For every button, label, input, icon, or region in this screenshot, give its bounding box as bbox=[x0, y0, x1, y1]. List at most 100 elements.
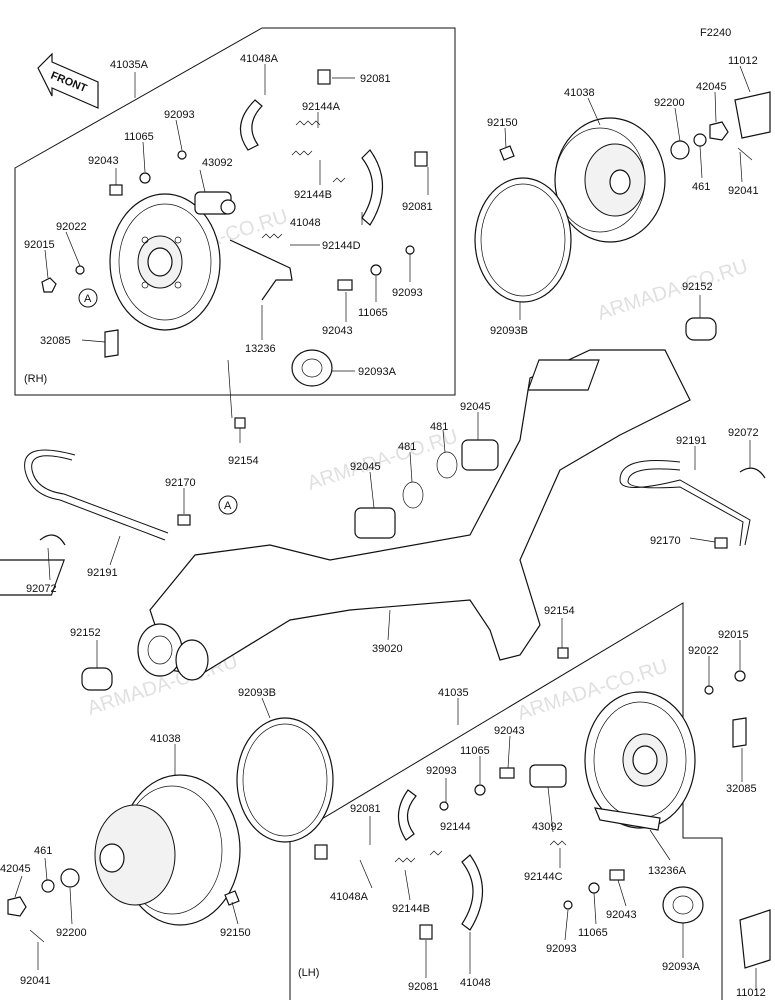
label-41048-bot: 41048 bbox=[460, 977, 491, 989]
lh-washer-11065-b bbox=[588, 882, 600, 894]
lh-nut-42045 bbox=[7, 896, 27, 917]
rh-spring-92144D bbox=[261, 233, 283, 239]
rh-brake-shoe-b bbox=[361, 149, 384, 226]
lh-pin-92043-b bbox=[609, 869, 625, 881]
lh-nut-92093 bbox=[439, 801, 449, 811]
lh-lever-13236A bbox=[594, 807, 661, 831]
rh-washer-11065 bbox=[139, 172, 151, 184]
label-92150-bot: 92150 bbox=[220, 927, 251, 939]
rh-brake-drum bbox=[554, 117, 666, 243]
axle-mount-pad-left bbox=[0, 559, 65, 596]
lh-washer-11065 bbox=[474, 784, 486, 796]
lh-brake-shoe-b bbox=[461, 854, 484, 931]
hose-92191-left bbox=[24, 449, 166, 541]
label-11065-bot1: 11065 bbox=[460, 745, 490, 757]
label-92081-bot1: 92081 bbox=[350, 803, 381, 815]
label-11012-top: 11012 bbox=[728, 55, 758, 67]
label-92045-right: 92045 bbox=[460, 401, 491, 413]
rh-nut-92015 bbox=[41, 277, 57, 293]
label-13236A: 13236A bbox=[648, 865, 687, 877]
label-92170-left: 92170 bbox=[165, 477, 196, 489]
lh-washer-92200 bbox=[60, 868, 80, 888]
clamp-92170-right bbox=[714, 537, 728, 549]
rh-clip-32085 bbox=[104, 329, 119, 358]
axle-flange-left bbox=[137, 623, 183, 677]
rh-washer-92022 bbox=[75, 265, 85, 275]
label-92041-bot: 92041 bbox=[20, 975, 51, 987]
label-92191-left: 92191 bbox=[87, 567, 118, 579]
lh-nut-92093-b bbox=[563, 900, 573, 910]
rh-brake-backing-plate bbox=[109, 193, 221, 331]
rh-pin-92043-b bbox=[337, 279, 353, 291]
label-11065-bot2: 11065 bbox=[578, 927, 608, 939]
label-43092-top: 43092 bbox=[202, 157, 233, 169]
rh-washer-11065-b bbox=[370, 264, 382, 276]
rh-callout-a: A bbox=[84, 293, 92, 305]
rh-washer-461 bbox=[693, 133, 707, 147]
label-32085-top: 32085 bbox=[40, 335, 71, 347]
label-92045-left: 92045 bbox=[350, 461, 381, 473]
label-92093-bot2: 92093 bbox=[546, 943, 577, 955]
bearing-92045-right bbox=[461, 439, 499, 471]
label-41048A-bot: 41048A bbox=[330, 891, 369, 903]
hose-92191-right bbox=[619, 459, 751, 546]
label-92152-left: 92152 bbox=[70, 627, 101, 639]
watermark: ARMADA-CO.RU bbox=[305, 425, 461, 494]
rh-nut-42045 bbox=[709, 121, 729, 141]
label-92152-top: 92152 bbox=[682, 281, 713, 293]
rh-spring-small bbox=[332, 177, 346, 183]
label-43092-bot: 43092 bbox=[532, 821, 563, 833]
rh-cotter-pin-92041 bbox=[737, 147, 753, 161]
label-92072-left: 92072 bbox=[26, 583, 57, 595]
label-481-right: 481 bbox=[430, 421, 448, 433]
axle-housing-39020 bbox=[149, 349, 691, 676]
rh-clip-92081-a bbox=[317, 69, 331, 85]
label-11012-bot: 11012 bbox=[736, 987, 766, 999]
ring-481-left bbox=[402, 481, 424, 509]
label-92081-top2: 92081 bbox=[402, 201, 433, 213]
lh-cap-11012 bbox=[739, 909, 771, 969]
label-92093A-top: 92093A bbox=[358, 366, 397, 378]
rh-clip-92081-b bbox=[414, 151, 428, 167]
label-92191-right: 92191 bbox=[676, 435, 707, 447]
lh-drum-seal-92093B bbox=[236, 717, 334, 843]
label-92072-right: 92072 bbox=[728, 427, 759, 439]
rh-bushing-92152 bbox=[685, 317, 717, 341]
lh-pin-92043 bbox=[499, 767, 515, 779]
label-92144D: 92144D bbox=[322, 240, 361, 252]
label-92043-top2: 92043 bbox=[322, 325, 353, 337]
clamp-92170-left bbox=[177, 514, 191, 526]
label-92200-bot: 92200 bbox=[56, 927, 87, 939]
lh-clip-32085 bbox=[732, 717, 747, 748]
rh-brake-shoe-a bbox=[239, 99, 263, 151]
lh-wheel-cylinder bbox=[529, 764, 567, 788]
label-41048-top: 41048 bbox=[290, 217, 321, 229]
front-arrow-icon: FRONT bbox=[37, 52, 99, 109]
lh-cotter-pin-92041 bbox=[29, 929, 45, 943]
label-92170-right: 92170 bbox=[650, 535, 681, 547]
label-461-top: 461 bbox=[692, 181, 710, 193]
label-92015-bot: 92015 bbox=[718, 629, 749, 641]
label-461-bot: 461 bbox=[34, 845, 52, 857]
clamp-92072-left bbox=[39, 534, 66, 546]
label-92081-bot2: 92081 bbox=[408, 981, 439, 993]
lh-bushing-92152 bbox=[81, 667, 113, 691]
rh-spring-92144A bbox=[295, 120, 321, 126]
side-rh-label: (RH) bbox=[24, 373, 47, 385]
label-92144A: 92144A bbox=[302, 101, 341, 113]
bolt-92154-right bbox=[557, 647, 569, 659]
lh-spring-92144B bbox=[394, 857, 416, 863]
rh-spring-92144B bbox=[291, 150, 313, 156]
rh-cap-11012 bbox=[734, 91, 771, 139]
label-92150-top: 92150 bbox=[487, 117, 518, 129]
label-92144C: 92144C bbox=[524, 871, 563, 883]
part-labels: F2240 (RH) (LH) 41035A 41048A 92081 9214… bbox=[0, 27, 766, 999]
label-92093-bot1: 92093 bbox=[426, 765, 457, 777]
label-92022-bot: 92022 bbox=[688, 645, 719, 657]
label-42045-top: 42045 bbox=[696, 81, 727, 93]
rh-bolt-92150 bbox=[499, 145, 515, 161]
label-32085-bot: 32085 bbox=[726, 783, 757, 795]
label-92022-top: 92022 bbox=[56, 221, 87, 233]
lh-brake-drum bbox=[94, 774, 241, 926]
